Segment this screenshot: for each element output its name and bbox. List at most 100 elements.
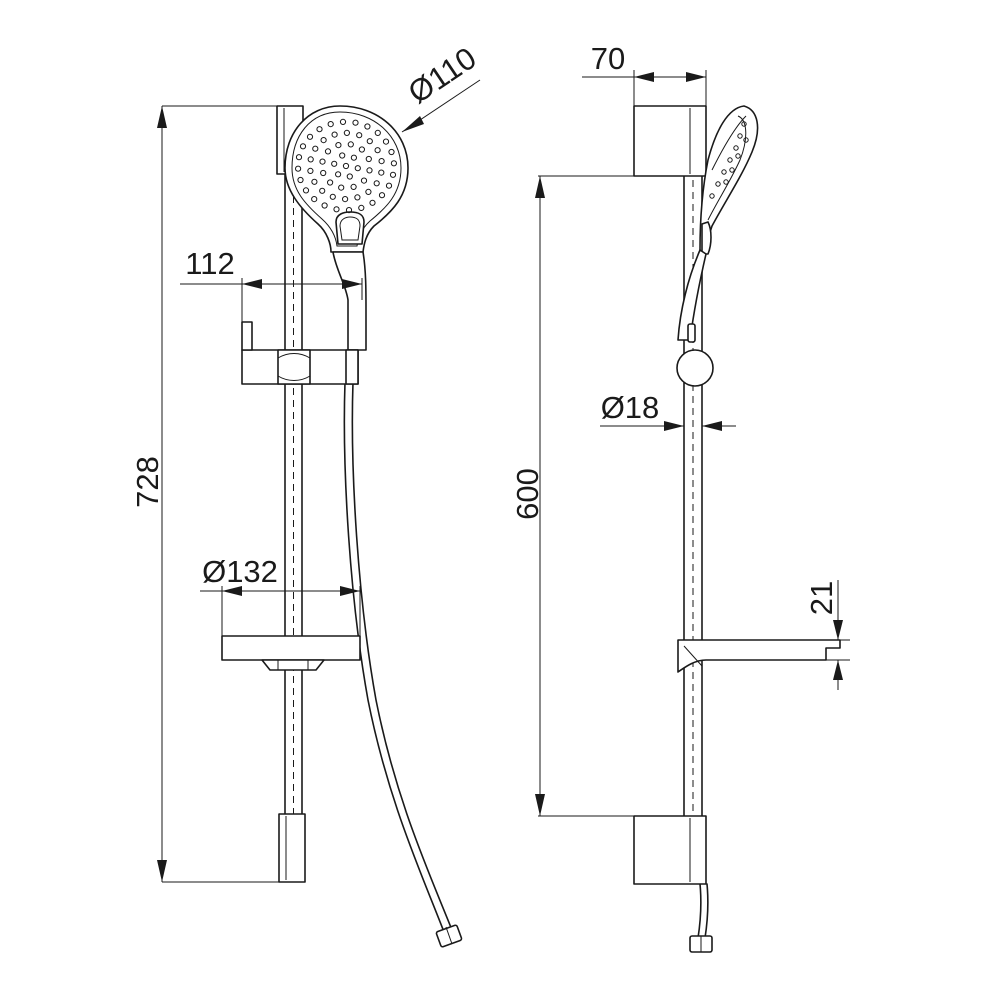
nozzle (299, 143, 307, 150)
front-soap-dish (221, 635, 361, 671)
front-view: 728 Ø110 112 Ø132 (130, 40, 483, 948)
nozzle (366, 138, 373, 145)
dim-holder-depth (180, 278, 363, 322)
nozzle (307, 167, 314, 174)
nozzle (741, 121, 747, 127)
nozzle (320, 169, 327, 177)
nozzle (342, 162, 350, 170)
nozzle (295, 154, 303, 161)
nozzle (721, 169, 727, 175)
nozzle (735, 153, 741, 159)
nozzle (302, 187, 310, 194)
side-slide-knob (676, 349, 714, 387)
dim-dish-diameter-label: Ø132 (202, 554, 278, 589)
nozzle (327, 121, 334, 128)
side-bottom-bracket (633, 815, 707, 885)
nozzle (729, 167, 735, 173)
nozzle (389, 171, 397, 178)
nozzle (311, 196, 318, 203)
nozzle (354, 165, 361, 172)
nozzle (295, 165, 302, 172)
nozzle (311, 178, 318, 185)
nozzle (335, 171, 342, 178)
nozzle (364, 123, 371, 130)
nozzle (378, 169, 385, 176)
dim-dish-height-label: 21 (804, 581, 839, 615)
dim-rail-diameter-label: Ø18 (601, 390, 660, 425)
nozzle (382, 138, 390, 145)
nozzle (335, 142, 342, 149)
side-shower-head (699, 105, 759, 255)
front-bottom-bracket (278, 813, 306, 883)
nozzle (727, 157, 733, 163)
nozzle (320, 137, 327, 144)
nozzle (306, 133, 314, 140)
nozzle (360, 177, 368, 184)
nozzle (358, 146, 365, 153)
side-view: 70 600 Ø18 21 (510, 41, 850, 953)
nozzle (365, 188, 372, 195)
side-hose (697, 883, 702, 939)
nozzle (369, 199, 376, 206)
nozzle (316, 126, 323, 133)
nozzle (378, 192, 386, 199)
nozzle (733, 145, 739, 151)
nozzle (352, 119, 359, 126)
nozzle (347, 141, 354, 148)
dim-dish-height (826, 580, 850, 690)
nozzle (345, 207, 353, 214)
nozzle (388, 148, 395, 156)
nozzle (374, 129, 381, 136)
dim-overall-height-label: 728 (130, 456, 165, 508)
nozzle (338, 184, 345, 191)
nozzle (737, 133, 743, 139)
side-shower-nozzles (709, 121, 749, 199)
nozzle (350, 183, 357, 190)
front-slide-holder (241, 321, 359, 385)
dim-bracket-depth (582, 70, 707, 106)
nozzle (378, 158, 385, 165)
nozzle (342, 196, 349, 203)
nozzle (715, 181, 721, 187)
nozzle (297, 176, 304, 184)
dim-bracket-spacing (535, 175, 634, 817)
nozzle (312, 145, 319, 152)
nozzle (723, 179, 729, 185)
nozzle (331, 160, 338, 167)
dim-dish-diameter (200, 586, 361, 636)
nozzle (709, 193, 715, 199)
dim-bracket-depth-label: 70 (591, 41, 625, 76)
nozzle (307, 156, 314, 163)
front-hose-nut (435, 924, 463, 948)
nozzle (356, 132, 363, 139)
nozzle (321, 202, 328, 209)
dim-head-diameter (401, 79, 481, 133)
nozzle (365, 155, 372, 163)
front-shower-nozzles (295, 118, 397, 214)
side-top-bracket (633, 105, 707, 177)
dim-head-diameter-label: Ø110 (402, 40, 483, 110)
nozzle (354, 194, 361, 201)
nozzle (331, 131, 338, 138)
nozzle (374, 147, 381, 154)
nozzle (327, 179, 334, 186)
front-hose (343, 381, 445, 933)
nozzle (390, 160, 397, 167)
front-shower-handle (332, 251, 367, 351)
side-soap-dish (677, 639, 841, 673)
dim-rail-diameter (600, 421, 736, 431)
dim-overall-height (157, 105, 279, 883)
nozzle (373, 180, 380, 187)
nozzle (343, 129, 350, 136)
dim-holder-depth-label: 112 (185, 246, 234, 281)
nozzle (333, 206, 340, 213)
nozzle (319, 158, 326, 165)
front-shower-head (284, 105, 409, 253)
nozzle (324, 148, 332, 155)
nozzle (319, 187, 326, 194)
nozzle (385, 182, 393, 189)
nozzle (358, 204, 365, 211)
dim-bracket-spacing-label: 600 (510, 468, 545, 520)
nozzle (350, 154, 357, 161)
